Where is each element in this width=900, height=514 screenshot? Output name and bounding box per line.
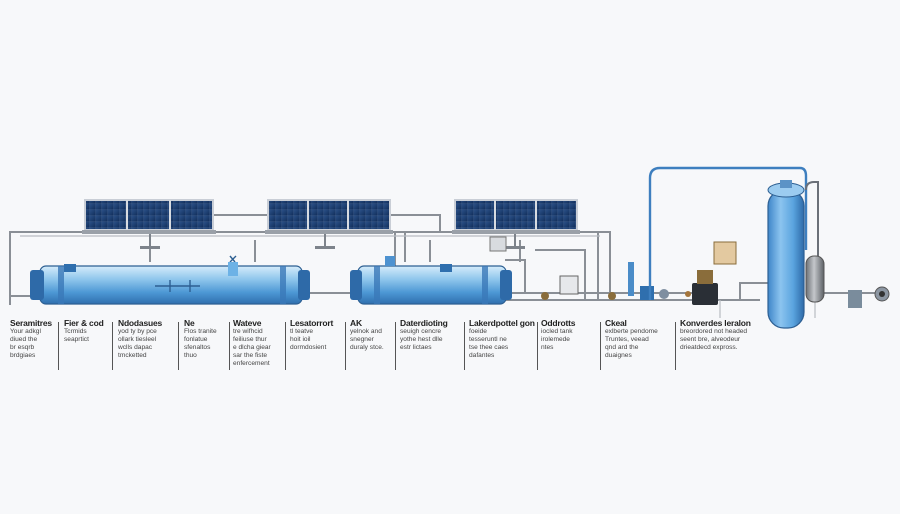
solar-panel-array-2 xyxy=(265,199,393,249)
membrane-vessel-2 xyxy=(350,256,512,305)
solar-panel-array-3 xyxy=(452,199,580,249)
label-divider xyxy=(675,322,676,370)
label-divider xyxy=(464,322,465,370)
label-divider xyxy=(600,322,601,370)
label-divider xyxy=(395,322,396,370)
storage-tank xyxy=(767,180,805,329)
label-divider xyxy=(537,322,538,370)
solar-panel-array-1 xyxy=(82,199,216,249)
label-divider xyxy=(178,322,179,370)
pump-station xyxy=(489,236,737,305)
label-divider xyxy=(58,322,59,370)
feed-loop xyxy=(648,166,819,300)
label-divider xyxy=(112,322,113,370)
membrane-vessel-1 xyxy=(30,255,310,305)
label-divider xyxy=(345,322,346,370)
label-divider xyxy=(285,322,286,370)
pipe-network-light xyxy=(20,235,816,318)
pressure-vessel xyxy=(805,255,890,308)
label-divider xyxy=(229,322,230,370)
